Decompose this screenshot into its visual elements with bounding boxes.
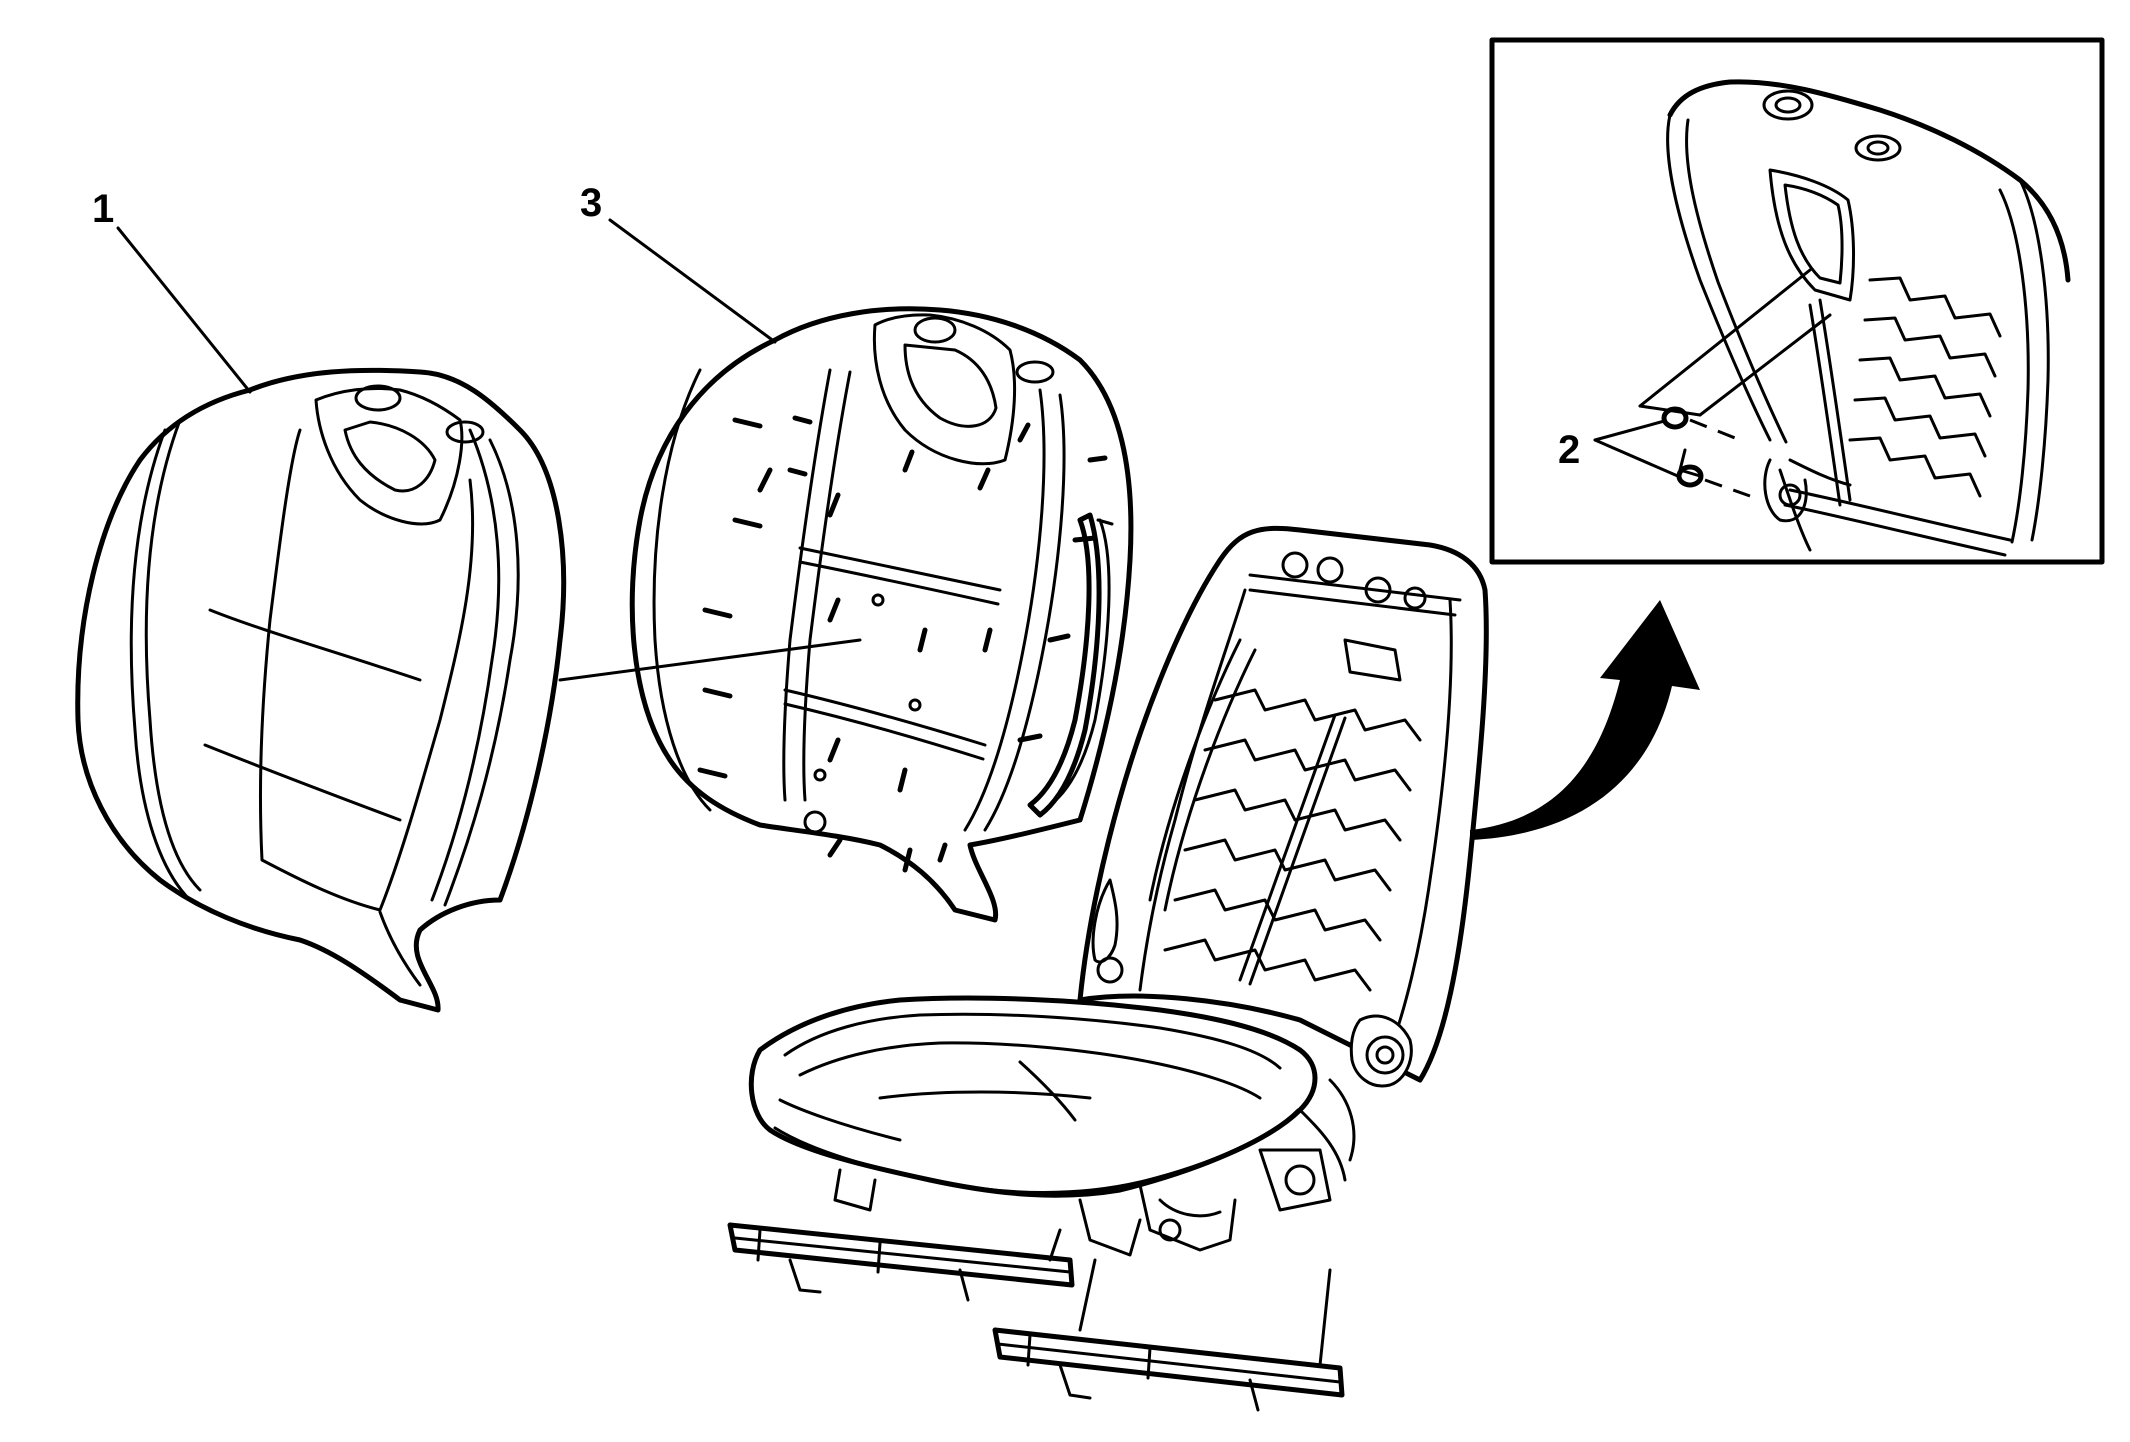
seatback-pad-part xyxy=(608,218,1134,923)
seat-assembly xyxy=(727,525,1489,1412)
detail-view-arrow xyxy=(1470,600,1700,840)
callout-2: 2 xyxy=(1558,428,1580,472)
cover-to-pad-leader xyxy=(558,638,862,682)
detail-inset xyxy=(1489,37,2105,565)
seatback-cover-part xyxy=(75,226,567,1013)
callout-1: 1 xyxy=(92,187,114,231)
callout-3: 3 xyxy=(580,181,602,225)
